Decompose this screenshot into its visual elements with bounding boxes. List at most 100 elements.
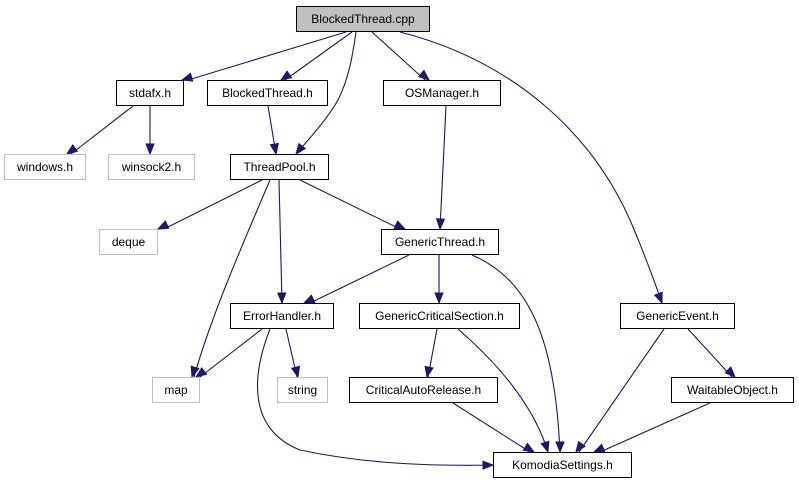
edges-layer: [65, 31, 736, 470]
node-string[interactable]: string: [277, 377, 328, 403]
node-windows-h[interactable]: windows.h: [4, 154, 86, 180]
edge-line: [199, 328, 263, 378]
edge-arrowhead: [279, 70, 293, 81]
edge-line: [687, 328, 733, 378]
edge-arrowhead: [417, 69, 431, 81]
node-genericevent-h-box: [620, 303, 735, 329]
edge-arrowhead: [435, 218, 446, 231]
node-osmanager-h[interactable]: OSManager.h: [383, 80, 501, 106]
node-waitableobject-h[interactable]: WaitableObject.h: [671, 377, 794, 403]
edge-genericthread-h-to-komodiasettings-h: [471, 254, 565, 454]
node-deque-label: deque: [112, 235, 146, 249]
node-genericevent-h[interactable]: GenericEvent.h: [620, 303, 735, 329]
node-winsock2-h[interactable]: winsock2.h: [108, 154, 195, 180]
node-stdafx-h-label: stdafx.h: [129, 86, 171, 100]
node-threadpool-h[interactable]: ThreadPool.h: [230, 154, 329, 180]
node-blockedthread-cpp[interactable]: BlockedThread.cpp: [296, 6, 430, 32]
edge-threadpool-h-to-deque: [156, 179, 263, 230]
node-winsock2-h-box: [108, 154, 195, 180]
node-komodiasettings-h-box: [493, 452, 632, 478]
node-genericthread-h-box: [381, 229, 499, 255]
edge-line: [439, 105, 447, 230]
edge-errorhandler-h-to-string: [285, 328, 301, 379]
edge-arrowhead: [145, 143, 155, 156]
node-string-label: string: [288, 383, 317, 397]
node-osmanager-h-box: [383, 80, 501, 106]
node-genericcriticalsection-h-box: [359, 303, 520, 329]
edge-line: [452, 402, 531, 453]
edge-arrowhead: [393, 220, 407, 230]
edge-genericevent-h-to-komodiasettings-h: [575, 328, 665, 454]
edge-blockedthread-cpp-to-stdafx-h: [180, 31, 347, 82]
node-waitableobject-h-box: [671, 377, 794, 403]
node-winsock2-h-label: winsock2.h: [121, 160, 181, 174]
edge-line: [471, 254, 561, 453]
node-osmanager-h-label: OSManager.h: [405, 86, 479, 100]
edge-criticalautorelease-h-to-komodiasettings-h: [452, 402, 536, 453]
node-genericcriticalsection-h[interactable]: GenericCriticalSection.h: [359, 303, 520, 329]
node-komodiasettings-h-label: KomodiaSettings.h: [512, 458, 613, 472]
edge-line: [399, 31, 663, 304]
node-criticalautorelease-h-label: CriticalAutoRelease.h: [366, 383, 481, 397]
edge-arrowhead: [540, 440, 550, 454]
node-komodiasettings-h[interactable]: KomodiaSettings.h: [493, 452, 632, 478]
node-blockedthread-h-box: [207, 80, 328, 106]
node-blockedthread-h[interactable]: BlockedThread.h: [207, 80, 328, 106]
nodes-layer: BlockedThread.cpp stdafx.h BlockedThread…: [4, 6, 794, 478]
edge-line: [163, 179, 263, 230]
edge-arrowhead: [434, 292, 444, 305]
edge-line: [457, 328, 549, 453]
node-deque[interactable]: deque: [99, 229, 158, 255]
node-map[interactable]: map: [152, 377, 200, 403]
node-blockedthread-cpp-label: BlockedThread.cpp: [311, 12, 415, 26]
node-windows-h-label: windows.h: [16, 160, 73, 174]
node-blockedthread-cpp-box: [296, 6, 430, 32]
edge-line: [599, 402, 711, 453]
node-threadpool-h-label: ThreadPool.h: [243, 160, 315, 174]
edge-arrowhead: [277, 292, 287, 305]
node-waitableobject-h-label: WaitableObject.h: [687, 383, 778, 397]
node-map-label: map: [164, 383, 188, 397]
edge-arrowhead: [180, 72, 194, 82]
edge-line: [578, 328, 665, 453]
edge-arrowhead: [65, 143, 79, 155]
edge-genericevent-h-to-waitableobject-h: [687, 328, 736, 378]
edge-errorhandler-h-to-map: [194, 328, 263, 378]
edge-line: [371, 31, 426, 81]
edge-line: [256, 328, 494, 466]
edge-line: [299, 179, 401, 230]
node-errorhandler-h-box: [230, 303, 334, 329]
edge-line: [70, 105, 134, 155]
edge-osmanager-h-to-genericthread-h: [435, 105, 447, 231]
node-criticalautorelease-h[interactable]: CriticalAutoRelease.h: [349, 377, 498, 403]
node-errorhandler-h[interactable]: ErrorHandler.h: [230, 303, 334, 329]
node-threadpool-h-box: [230, 154, 329, 180]
node-stdafx-h[interactable]: stdafx.h: [116, 80, 184, 106]
node-map-box: [152, 377, 200, 403]
node-deque-box: [99, 229, 158, 255]
edge-arrowhead: [555, 441, 565, 454]
edge-genericthread-h-to-genericcriticalsection-h: [434, 255, 444, 305]
edge-blockedthread-cpp-to-osmanager-h: [371, 31, 431, 81]
node-genericthread-h-label: GenericThread.h: [395, 235, 485, 249]
edge-blockedthread-h-to-threadpool-h: [267, 105, 279, 156]
edge-arrowhead: [269, 142, 279, 156]
edge-arrowhead: [592, 443, 606, 453]
edge-arrowhead: [575, 440, 586, 454]
edge-arrowhead: [290, 365, 301, 379]
edge-blockedthread-cpp-to-genericevent-h: [399, 31, 663, 305]
edge-arrowhead: [190, 365, 200, 379]
edge-genericcriticalsection-h-to-komodiasettings-h: [457, 328, 550, 454]
edge-genericthread-h-to-errorhandler-h: [302, 254, 410, 304]
edge-arrowhead: [482, 460, 495, 470]
edge-line: [295, 31, 357, 155]
node-blockedthread-h-label: BlockedThread.h: [222, 86, 313, 100]
node-genericthread-h[interactable]: GenericThread.h: [381, 229, 499, 255]
edge-stdafx-h-to-windows-h: [65, 105, 134, 155]
edge-arrowhead: [653, 291, 663, 305]
node-stdafx-h-box: [116, 80, 184, 106]
edge-arrowhead: [302, 294, 316, 304]
edge-line: [284, 31, 353, 81]
edge-stdafx-h-to-winsock2-h: [145, 106, 155, 156]
